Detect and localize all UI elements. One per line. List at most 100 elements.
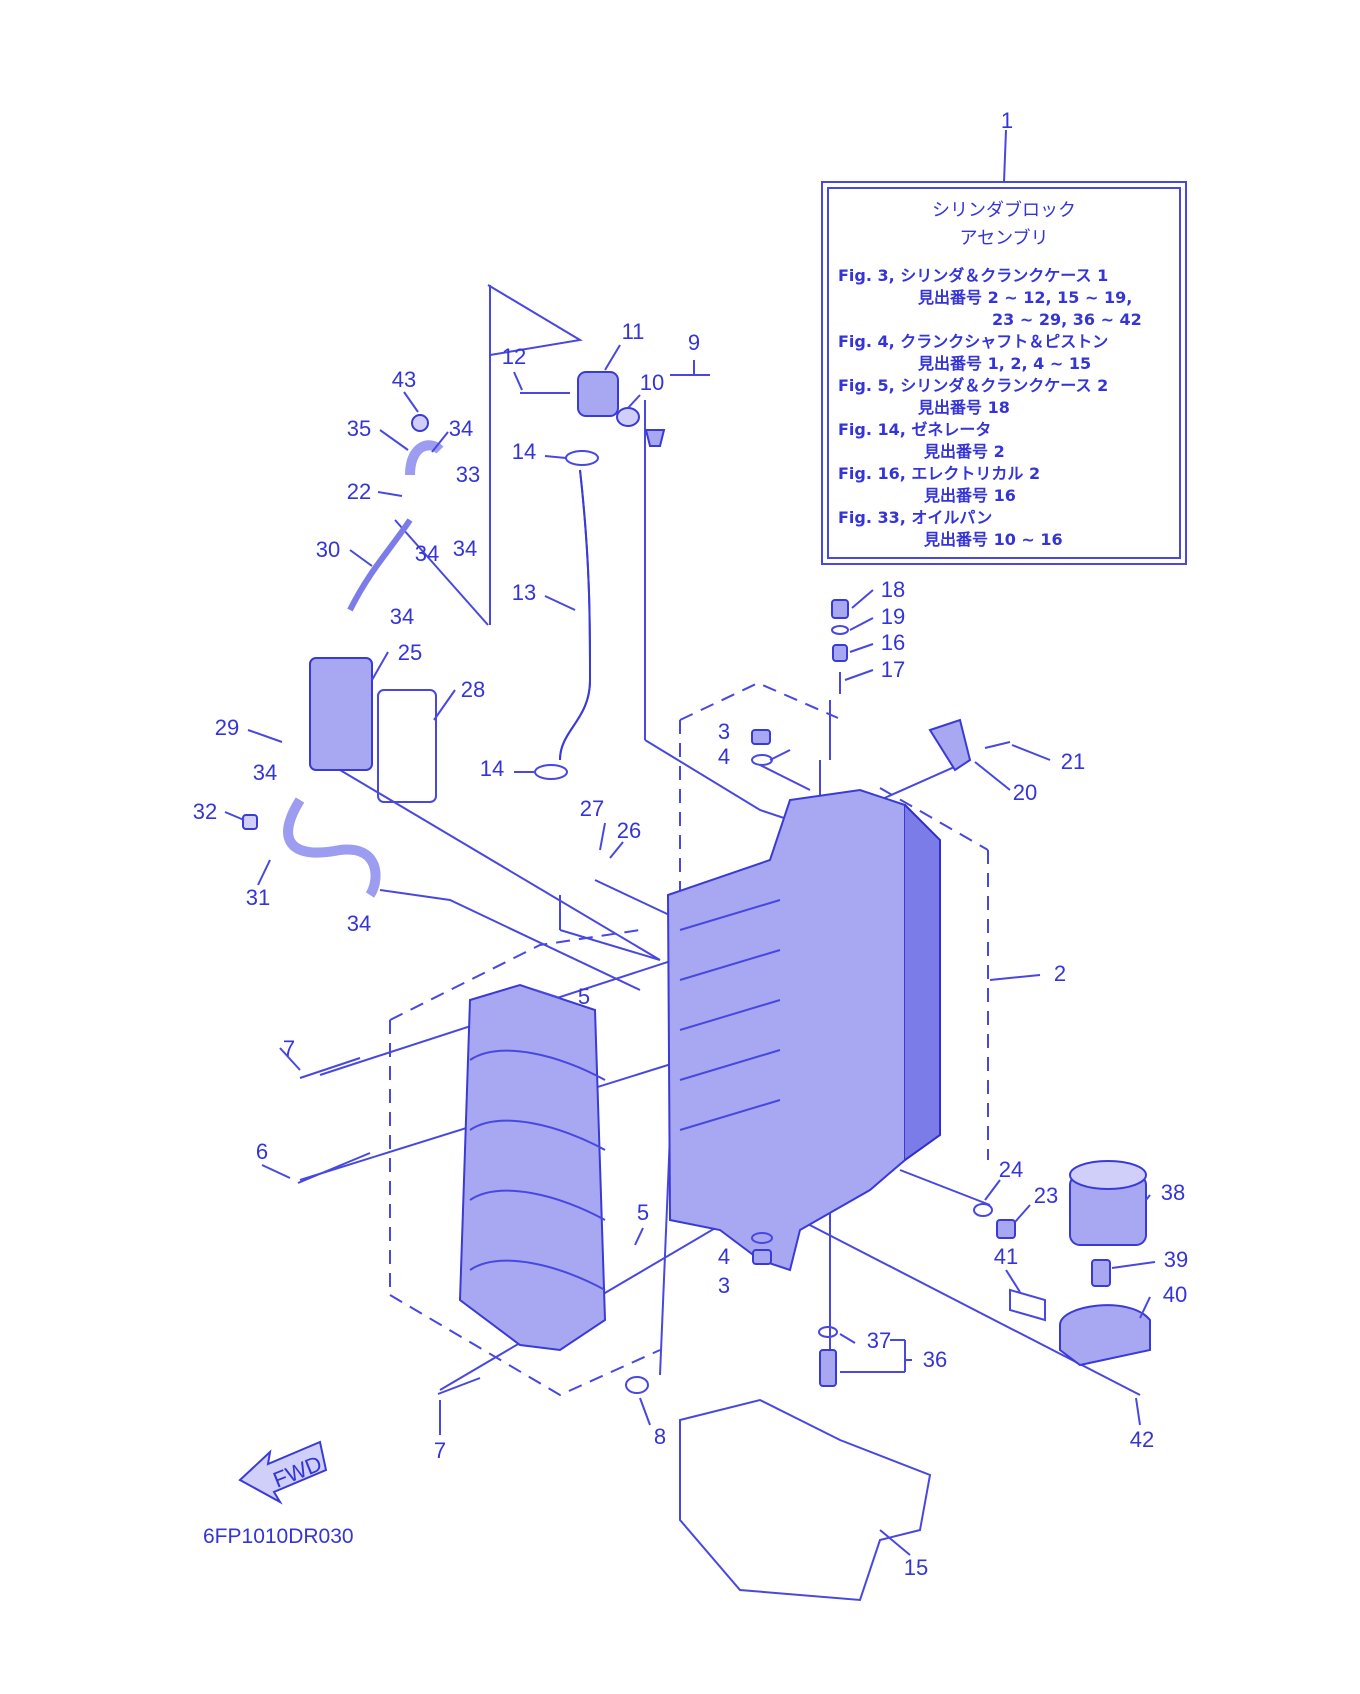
reference-line: Fig. 5, シリンダ＆クランクケース 2: [838, 376, 1108, 395]
callout-21: 21: [1061, 749, 1085, 774]
water-hose: [559, 469, 592, 761]
callout-31: 31: [246, 885, 270, 910]
callout-19: 19: [881, 604, 905, 629]
callout-26: 26: [617, 818, 641, 843]
filter-base-gasket: [1009, 1288, 1046, 1322]
callout-6: 6: [256, 1139, 268, 1164]
callout-8: 8: [654, 1424, 666, 1449]
callout-leaders: [224, 344, 1156, 1556]
callout-36: 36: [923, 1347, 947, 1372]
reference-title-line1: シリンダブロック: [932, 199, 1076, 221]
filter-base: [1059, 1304, 1151, 1367]
callout-4: 4: [718, 744, 730, 769]
plug: [831, 599, 849, 619]
bracket: [928, 718, 972, 772]
filter-fitting: [1091, 1259, 1111, 1287]
callout-34: 34: [347, 911, 371, 936]
o-ring: [565, 450, 599, 466]
callout-23: 23: [1034, 1183, 1058, 1208]
callout-17: 17: [881, 657, 905, 682]
reference-line: 見出番号 16: [923, 486, 1016, 505]
callout-15: 15: [904, 1555, 928, 1580]
cover-gasket: [377, 689, 437, 803]
callout-34: 34: [390, 604, 414, 629]
callout-14: 14: [480, 756, 504, 781]
callout-30: 30: [316, 537, 340, 562]
reference-line: Fig. 4, クランクシャフト＆ピストン: [838, 332, 1108, 351]
callout-12: 12: [502, 344, 526, 369]
callout-34: 34: [415, 541, 439, 566]
reference-line: 見出番号 2 ~ 12, 15 ~ 19,: [917, 288, 1132, 307]
callout-7: 7: [434, 1438, 446, 1463]
callout-25: 25: [398, 640, 422, 665]
reference-line: Fig. 16, エレクトリカル 2: [838, 464, 1040, 483]
drain-plug: [996, 1219, 1016, 1239]
callout-13: 13: [512, 580, 536, 605]
callout-2: 2: [1054, 961, 1066, 986]
callout-34: 34: [449, 416, 473, 441]
dowel-pin: [819, 1349, 837, 1387]
callout-9: 9: [688, 330, 700, 355]
callout-38: 38: [1161, 1180, 1185, 1205]
forward-arrow: FWD: [238, 1440, 328, 1505]
reference-line: Fig. 14, ゼネレータ: [838, 420, 991, 439]
gasket-ring: [616, 407, 640, 427]
callout-42: 42: [1130, 1427, 1154, 1452]
reference-line: 見出番号 10 ~ 16: [923, 530, 1063, 549]
callout-11: 11: [622, 319, 645, 344]
callout-16: 16: [881, 630, 905, 655]
callout-33: 33: [456, 462, 480, 487]
o-ring: [534, 764, 568, 780]
callout-1: 1: [1001, 108, 1013, 133]
plug-washer: [973, 1203, 993, 1217]
o-ring: [625, 1376, 649, 1394]
callout-5: 5: [637, 1200, 649, 1225]
drawing-code: 6FP1010DR030: [203, 1525, 354, 1548]
callout-27: 27: [580, 796, 604, 821]
washer: [751, 754, 773, 766]
callout-34: 34: [453, 536, 477, 561]
reference-line: 見出番号 18: [917, 398, 1010, 417]
callout-18: 18: [881, 577, 905, 602]
plug: [752, 1249, 772, 1265]
hose-plug: [242, 814, 258, 830]
callout-40: 40: [1163, 1282, 1187, 1307]
washer: [751, 1232, 773, 1244]
oil-pan-gasket: [679, 1398, 932, 1602]
callout-37: 37: [867, 1328, 891, 1353]
callout-32: 32: [193, 799, 217, 824]
callout-43: 43: [392, 367, 416, 392]
callout-39: 39: [1164, 1247, 1188, 1272]
breather-cover: [309, 657, 373, 771]
hose-elbow: [405, 440, 444, 476]
callout-41: 41: [994, 1244, 1018, 1269]
callout-3: 3: [718, 1273, 730, 1298]
callout-4: 4: [718, 1244, 730, 1269]
reference-title-line2: アセンブリ: [959, 227, 1048, 249]
callout-labels: 1 2 3 3 4 4 5 5 6 7 7 8 9 10 11 12 13 14…: [193, 108, 1188, 1580]
callout-22: 22: [347, 479, 371, 504]
reference-line: Fig. 33, オイルパン: [838, 508, 992, 527]
plug: [832, 644, 848, 662]
reference-line: 見出番号 2: [923, 442, 1005, 461]
reference-line: 見出番号 1, 2, 4 ~ 15: [917, 354, 1091, 373]
thermostat: [644, 429, 666, 447]
callout-35: 35: [347, 416, 371, 441]
plug: [751, 729, 771, 745]
hose-cap: [411, 414, 429, 432]
oil-filter: [1069, 1160, 1147, 1246]
callout-5: 5: [578, 984, 590, 1009]
callout-34: 34: [253, 760, 277, 785]
callout-29: 29: [215, 715, 239, 740]
callout-28: 28: [461, 677, 485, 702]
cylinder-head: [458, 983, 607, 1352]
callout-20: 20: [1013, 780, 1037, 805]
reference-box: シリンダブロック アセンブリ Fig. 3, シリンダ＆クランクケース 1 見出…: [821, 129, 1187, 565]
callout-24: 24: [999, 1157, 1023, 1182]
callout-3: 3: [718, 719, 730, 744]
o-ring: [818, 1326, 838, 1338]
drain-hose: [283, 797, 381, 898]
reference-line: 23 ~ 29, 36 ~ 42: [992, 310, 1142, 329]
callout-10: 10: [640, 370, 664, 395]
